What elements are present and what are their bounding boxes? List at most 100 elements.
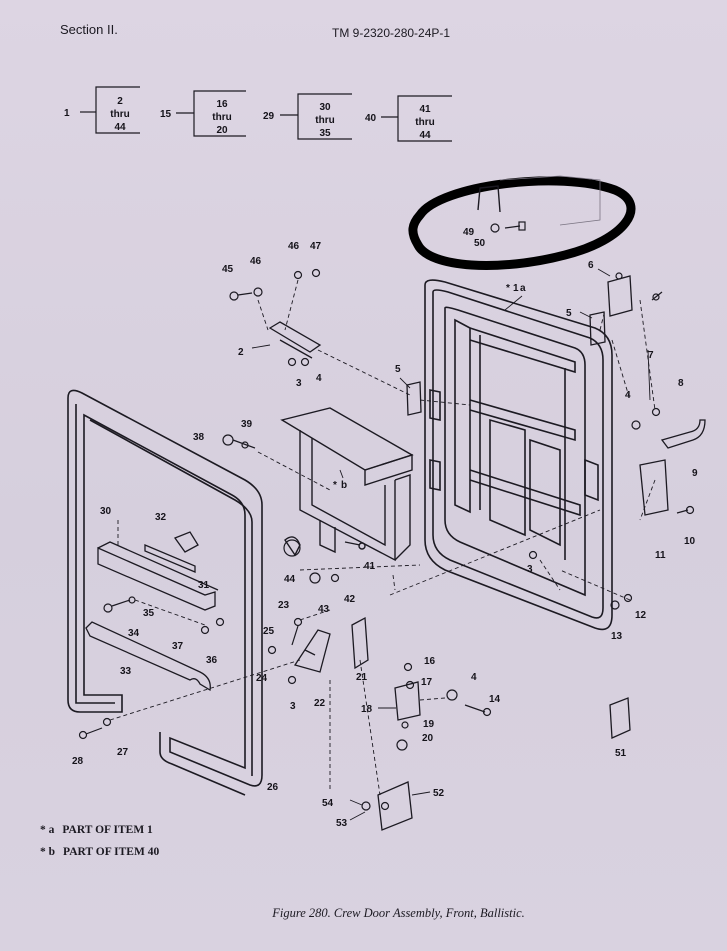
callout-2: 2	[238, 347, 244, 358]
callout-mark-a: a	[520, 283, 526, 294]
group-1-thru: thru	[110, 109, 129, 120]
fasteners	[78, 268, 695, 811]
latch-parts	[268, 275, 706, 831]
callout-numbers: 49 50 45 46 46 47 1 a 6 5 2 3 4 5 7 8 4 …	[72, 227, 698, 829]
group-15-last: 20	[216, 125, 228, 136]
legend-marker-a: * a	[40, 824, 55, 836]
callout-5a: 5	[566, 308, 572, 319]
callout-26: 26	[267, 782, 279, 793]
group-29-last: 35	[319, 128, 331, 139]
callout-leaders	[251, 268, 651, 821]
callout-10: 10	[684, 536, 696, 547]
callout-8: 8	[678, 378, 684, 389]
highlight-ellipse	[408, 176, 636, 270]
callout-36: 36	[206, 655, 218, 666]
group-40-first: 41	[419, 104, 431, 115]
callout-25: 25	[263, 626, 275, 637]
group-29-thru: thru	[315, 115, 334, 126]
asterisk-b: *	[333, 480, 337, 491]
window-regulator-panel	[280, 407, 414, 562]
callout-41: 41	[364, 561, 376, 572]
tm-number: TM 9-2320-280-24P-1	[332, 26, 451, 40]
callout-14: 14	[489, 694, 501, 705]
callout-16: 16	[424, 656, 436, 667]
callout-46b: 46	[288, 241, 300, 252]
callout-18: 18	[361, 704, 373, 715]
group-item-1: 1	[64, 108, 70, 119]
group-1-first: 2	[117, 96, 123, 107]
legend-part-of-item-1: * a PART OF ITEM 1	[40, 824, 153, 836]
top-hinge-bracket	[477, 175, 601, 233]
group-1-last: 44	[114, 122, 126, 133]
group-item-15: 15	[160, 109, 172, 120]
callout-51: 51	[615, 748, 627, 759]
callout-32: 32	[155, 512, 167, 523]
callout-38: 38	[193, 432, 205, 443]
callout-11: 11	[655, 550, 666, 561]
callout-46a: 46	[250, 256, 262, 267]
callout-17: 17	[421, 677, 433, 688]
callout-7: 7	[648, 350, 654, 361]
group-bracket-40	[381, 95, 452, 142]
callout-53: 53	[336, 818, 348, 829]
section-heading: Section II.	[60, 22, 118, 37]
callout-42: 42	[344, 594, 356, 605]
callout-54: 54	[322, 798, 334, 809]
callout-27: 27	[117, 747, 129, 758]
group-40-thru: thru	[415, 117, 434, 128]
callout-22: 22	[314, 698, 326, 709]
asterisk-a: *	[506, 283, 510, 294]
group-bracket-15	[176, 90, 246, 137]
callout-9: 9	[692, 468, 698, 479]
callout-6: 6	[588, 260, 594, 271]
callout-12: 12	[635, 610, 647, 621]
callout-19: 19	[423, 719, 435, 730]
callout-37: 37	[172, 641, 184, 652]
callout-44: 44	[284, 574, 296, 585]
callout-21: 21	[356, 672, 368, 683]
callout-47: 47	[310, 241, 322, 252]
figure-caption: Figure 280. Crew Door Assembly, Front, B…	[272, 906, 525, 920]
callout-3b: 3	[290, 701, 296, 712]
callout-30: 30	[100, 506, 112, 517]
callout-45: 45	[222, 264, 234, 275]
group-labels: 1 2 thru 44 15 16 thru 20 29 30 thru 35 …	[64, 96, 435, 141]
callout-49: 49	[463, 227, 475, 238]
legend-part-of-item-40: * b PART OF ITEM 40	[40, 846, 159, 858]
group-item-40: 40	[365, 113, 377, 124]
group-item-29: 29	[263, 111, 275, 122]
leader-lines	[109, 279, 656, 796]
door-frame-outer	[67, 389, 263, 796]
callout-33: 33	[120, 666, 132, 677]
callout-35: 35	[143, 608, 155, 619]
callout-43: 43	[318, 604, 330, 615]
group-bracket-29	[280, 93, 352, 140]
group-29-first: 30	[319, 102, 331, 113]
legend-text-b: PART OF ITEM 40	[63, 846, 160, 858]
callout-5b: 5	[395, 364, 401, 375]
group-bracket-1	[80, 86, 140, 134]
legend-text-a: PART OF ITEM 1	[62, 824, 153, 836]
callout-23: 23	[278, 600, 290, 611]
callout-34: 34	[128, 628, 140, 639]
callout-4c: 4	[471, 672, 477, 683]
callout-4a: 4	[316, 373, 322, 384]
callout-52: 52	[433, 788, 445, 799]
group-40-last: 44	[419, 130, 431, 141]
callout-3c: 3	[527, 564, 533, 575]
callout-50: 50	[474, 238, 486, 249]
callout-31: 31	[198, 580, 210, 591]
callout-1: 1	[513, 283, 519, 294]
handle-assembly	[85, 531, 219, 692]
callout-mark-b: b	[341, 480, 347, 491]
callout-13: 13	[611, 631, 623, 642]
callout-24: 24	[256, 673, 268, 684]
callout-3a: 3	[296, 378, 302, 389]
group-15-first: 16	[216, 99, 228, 110]
callout-39: 39	[241, 419, 253, 430]
callout-4b: 4	[625, 390, 631, 401]
door-frame-main	[424, 279, 613, 631]
legend-marker-b: * b	[40, 846, 56, 858]
